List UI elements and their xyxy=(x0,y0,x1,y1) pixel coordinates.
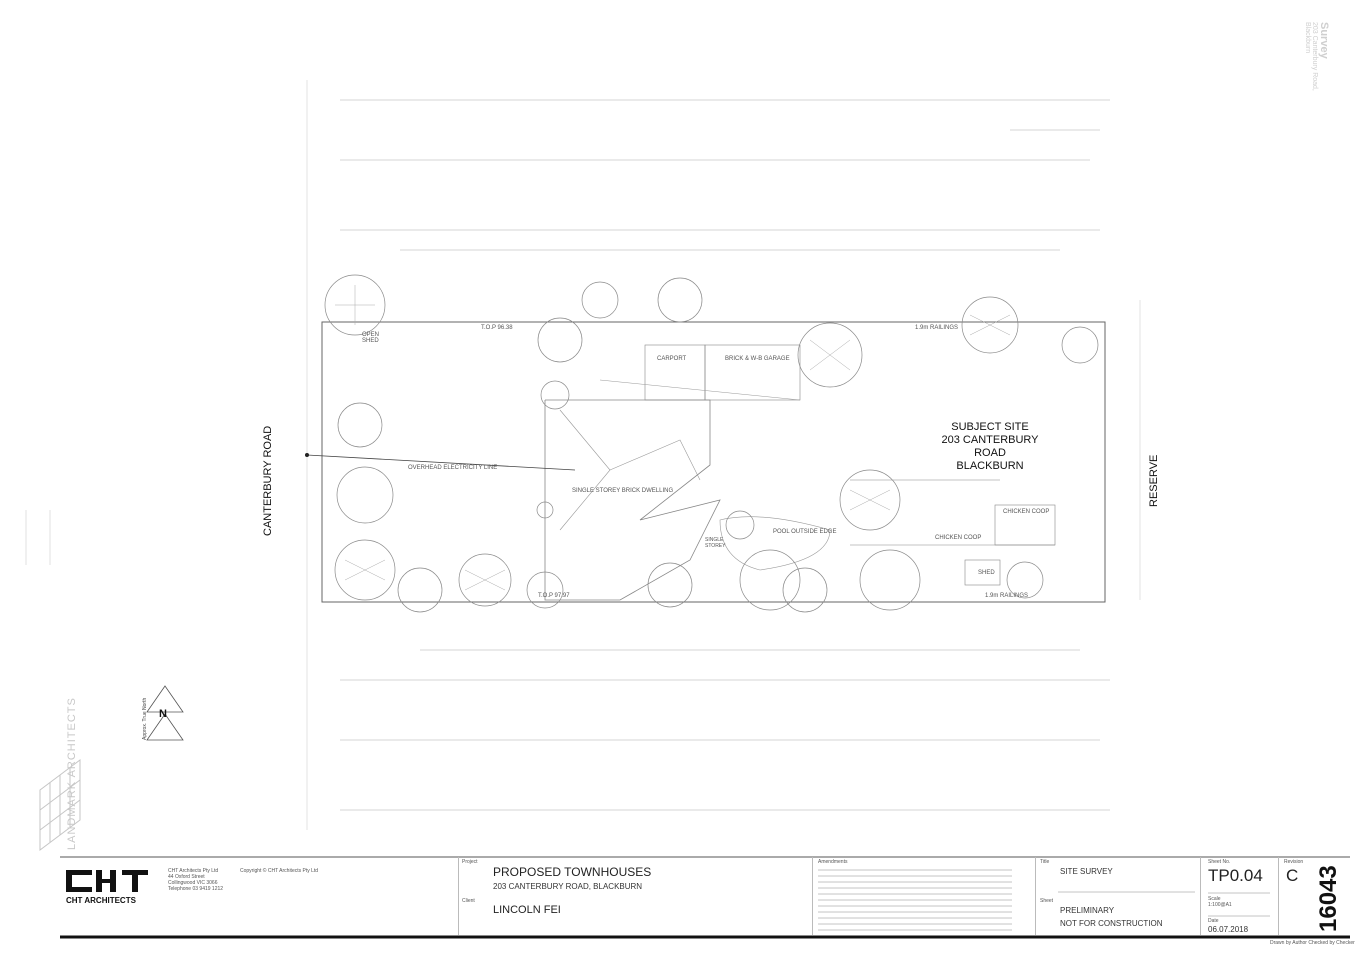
scale-label: Scale xyxy=(1208,896,1221,902)
revision-value: C xyxy=(1286,866,1299,885)
amendments-label: Amendments xyxy=(818,859,848,865)
shed-label: SHED xyxy=(978,570,995,576)
chicken-coop-label: CHICKEN COOP xyxy=(1003,509,1050,515)
firm-address: CHT Architects Pty Ltd 44 Oxford Street … xyxy=(168,868,228,892)
subject-site-line-1: SUBJECT SITE xyxy=(951,421,1029,433)
firm-address-line-2: 44 Oxford Street xyxy=(168,874,205,880)
road-label: CANTERBURY ROAD xyxy=(262,425,274,536)
subject-site-line-3: BLACKBURN xyxy=(956,460,1024,472)
pool-label: POOL OUTSIDE EDGE xyxy=(773,529,837,535)
firm-address-line-4: Telephone 03 9419 1212 xyxy=(168,886,224,892)
garage-label: BRICK & W-B GARAGE xyxy=(725,356,790,362)
drawn-by: Drawn by Author Checked by Checker xyxy=(1270,940,1355,946)
subject-site-line-2: 203 CANTERBURY ROAD xyxy=(941,434,1039,459)
project-address: 203 CANTERBURY ROAD, BLACKBURN xyxy=(493,882,643,891)
firm-name: CHT ARCHITECTS xyxy=(66,896,136,905)
survey-stamp-title: Survey xyxy=(1318,22,1330,59)
copyright-note: Copyright © CHT Architects Pty Ltd xyxy=(240,868,319,874)
status-line-1: PRELIMINARY xyxy=(1060,906,1115,915)
reserve-label: RESERVE xyxy=(1148,454,1160,507)
firm-address-line-3: Collingwood VIC 3066 xyxy=(168,880,218,886)
revision-label: Revision xyxy=(1284,859,1304,865)
date-label: Date xyxy=(1208,918,1219,924)
railings-bottom-label: 1.9m RAILINGS xyxy=(985,593,1029,599)
carport-label: CARPORT xyxy=(657,356,687,362)
project-label: Project xyxy=(462,859,478,865)
chicken-coop-label-2: CHICKEN COOP xyxy=(935,535,982,541)
project-name: PROPOSED TOWNHOUSES xyxy=(493,865,652,879)
survey-stamp-address-2: Blackburn xyxy=(1304,22,1311,54)
sheet-label: Sheet xyxy=(1040,898,1054,904)
dwelling-label: SINGLE STOREY BRICK DWELLING xyxy=(572,488,674,494)
overhead-line-label: OVERHEAD ELECTRICITY LINE xyxy=(408,465,498,471)
client-label: Client xyxy=(462,898,475,904)
subject-site-label: SUBJECT SITE 203 CANTERBURY ROAD BLACKBU… xyxy=(925,421,1055,473)
bottom-level-label: T.O.P 97.97 xyxy=(538,593,570,599)
scale-value: 1:100@A1 xyxy=(1208,902,1232,908)
job-number: 16043 xyxy=(1315,865,1342,932)
north-arrow-letter: N xyxy=(159,708,167,720)
sheet-number: TP0.04 xyxy=(1208,866,1263,885)
sheet-no-label: Sheet No. xyxy=(1208,859,1231,865)
side-brand: LANDMARK ARCHITECTS xyxy=(66,697,78,850)
top-level-label: T.O.P 96.38 xyxy=(481,325,513,331)
title-label: Title xyxy=(1040,859,1050,865)
date-value: 06.07.2018 xyxy=(1208,925,1249,934)
survey-stamp: Survey 203 Canterbury Road, Blackburn xyxy=(1304,22,1330,91)
client-name: LINCOLN FEI xyxy=(493,904,561,916)
single-storey-label: SINGLE STOREY xyxy=(705,537,726,549)
drawing-title: SITE SURVEY xyxy=(1060,867,1113,876)
north-caption: Approx. True North xyxy=(142,697,148,740)
status-line-2: NOT FOR CONSTRUCTION xyxy=(1060,919,1163,928)
firm-address-line-1: CHT Architects Pty Ltd xyxy=(168,868,219,874)
open-shed-label: OPEN SHED xyxy=(362,332,380,344)
railings-top-label: 1.9m RAILINGS xyxy=(915,325,959,331)
survey-stamp-address-1: 203 Canterbury Road, xyxy=(1311,22,1318,91)
